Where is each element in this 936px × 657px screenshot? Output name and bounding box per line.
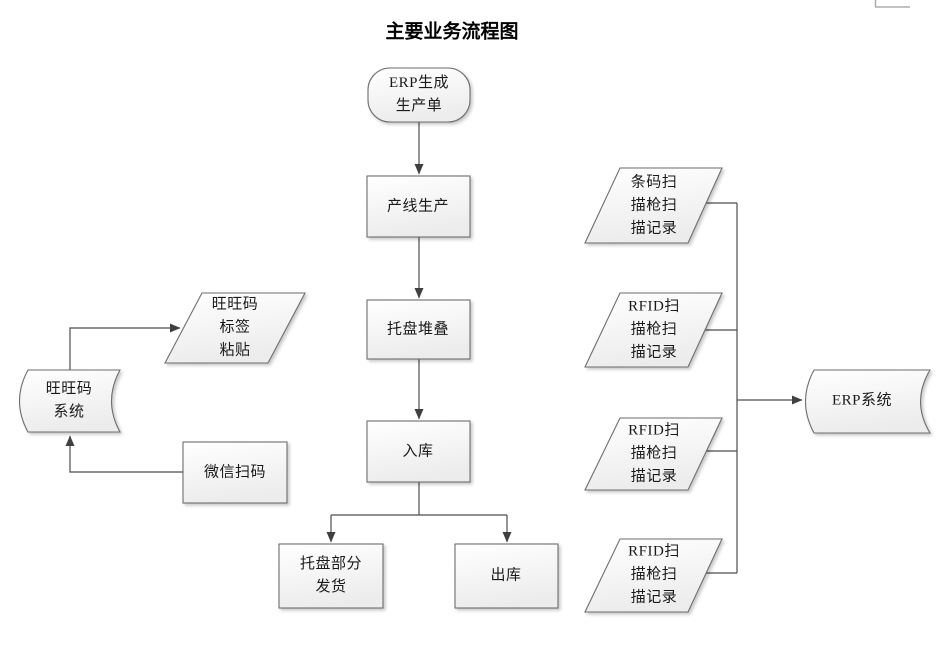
wechat-scan-label: 微信扫码 — [203, 464, 267, 481]
rfid-scan-record-1-label: RFID扫 描枪扫 描记录 — [628, 298, 680, 361]
rfid-scan-record-3-label: RFID扫 描枪扫 描记录 — [628, 543, 680, 606]
start-terminator-label: ERP生成 生产单 — [388, 75, 450, 114]
production-label: 产线生产 — [386, 198, 450, 215]
page-title: 主要业务流程图 — [385, 21, 519, 43]
pallet-partial-ship-shape — [278, 543, 384, 609]
outbound-shape — [454, 543, 559, 609]
outbound-label: 出库 — [490, 567, 522, 584]
wangwang-system-label: 旺旺码 系统 — [45, 381, 93, 420]
erp-system-shape — [805, 369, 931, 434]
pallet-partial-ship-label: 托盘部分 发货 — [299, 556, 363, 595]
wangwang-label-paste-label: 旺旺码 标签 粘贴 — [211, 296, 259, 359]
rfid-scan-record-2-shape — [584, 417, 723, 491]
wangwang-label-paste-shape — [164, 292, 306, 364]
edge-wangwangsystem-to-labelpaste — [69, 323, 181, 370]
production-shape — [366, 175, 471, 238]
edge-scanrecords-stubs — [700, 202, 737, 574]
rfid-scan-record-1-shape — [584, 292, 723, 368]
page-corner-mark — [874, 0, 910, 8]
edge-inbound-split — [331, 482, 507, 516]
start-terminator-shape — [367, 67, 471, 123]
inbound-shape — [366, 420, 471, 483]
rfid-scan-record-2-label: RFID扫 描枪扫 描记录 — [628, 422, 680, 485]
pallet-stack-shape — [366, 299, 471, 360]
wechat-scan-shape — [182, 441, 288, 504]
erp-system-label: ERP系统 — [831, 392, 893, 409]
edge-wechat-to-wangwangsystem — [65, 435, 183, 473]
rfid-scan-record-3-shape — [584, 538, 723, 613]
wangwang-system-shape — [19, 369, 121, 433]
barcode-scan-record-label: 条码扫 描枪扫 描记录 — [630, 174, 678, 237]
barcode-scan-record-shape — [584, 167, 723, 244]
pallet-stack-label: 托盘堆叠 — [386, 321, 450, 338]
inbound-label: 入库 — [402, 443, 434, 460]
